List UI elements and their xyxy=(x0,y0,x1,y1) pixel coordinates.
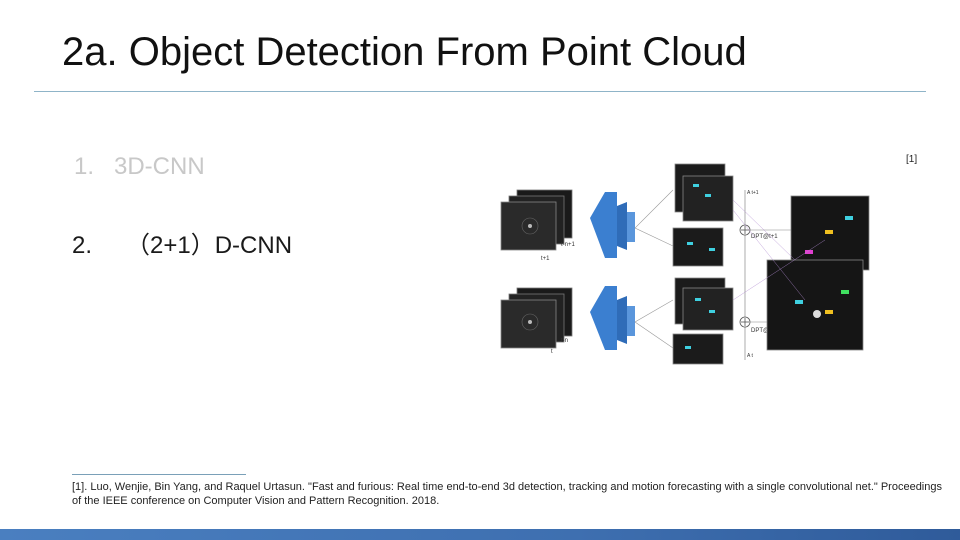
list-item-3d-cnn: 1. 3D-CNN xyxy=(74,152,205,182)
list-item-2plus1d-cnn: 2. （2+1）D-CNN xyxy=(72,231,292,261)
feature-frames-bottom xyxy=(672,277,734,365)
slide-title: 2a. Object Detection From Point Cloud xyxy=(62,30,747,74)
list-item-label: （2+1）D-CNN xyxy=(126,232,293,259)
citation-marker: [1] xyxy=(906,154,918,165)
bottom-accent-bar xyxy=(0,529,960,540)
label-top-op: DPT@t+1 xyxy=(751,234,778,240)
input-frames-bottom xyxy=(500,287,573,349)
list-item-number: 1. xyxy=(74,153,95,180)
output-maps xyxy=(766,195,870,351)
label-bottom-out: A t xyxy=(747,353,753,359)
label-top-seq: t-n+1 xyxy=(561,242,576,248)
list-item-label: 3D-CNN xyxy=(114,153,205,180)
feature-frames-top xyxy=(672,163,734,267)
list-item-number: 2. xyxy=(72,232,93,259)
cnn-block-top xyxy=(590,192,635,258)
input-frames-top xyxy=(500,189,573,251)
label-bottom-input: t xyxy=(551,349,553,355)
architecture-figure: t+1 t-n+1 DPT@t+1 A t+1 t t-n xyxy=(500,163,870,365)
label-bottom-seq: t-n xyxy=(561,338,568,344)
footnote-divider xyxy=(72,474,246,475)
label-top-input: t+1 xyxy=(541,256,550,262)
title-divider xyxy=(34,91,926,92)
footnote-reference: [1]. Luo, Wenjie, Bin Yang, and Raquel U… xyxy=(72,481,942,507)
label-top-out: A t+1 xyxy=(747,190,759,196)
cnn-block-bottom xyxy=(590,286,635,350)
label-bottom-op: DPT@t xyxy=(751,328,771,334)
